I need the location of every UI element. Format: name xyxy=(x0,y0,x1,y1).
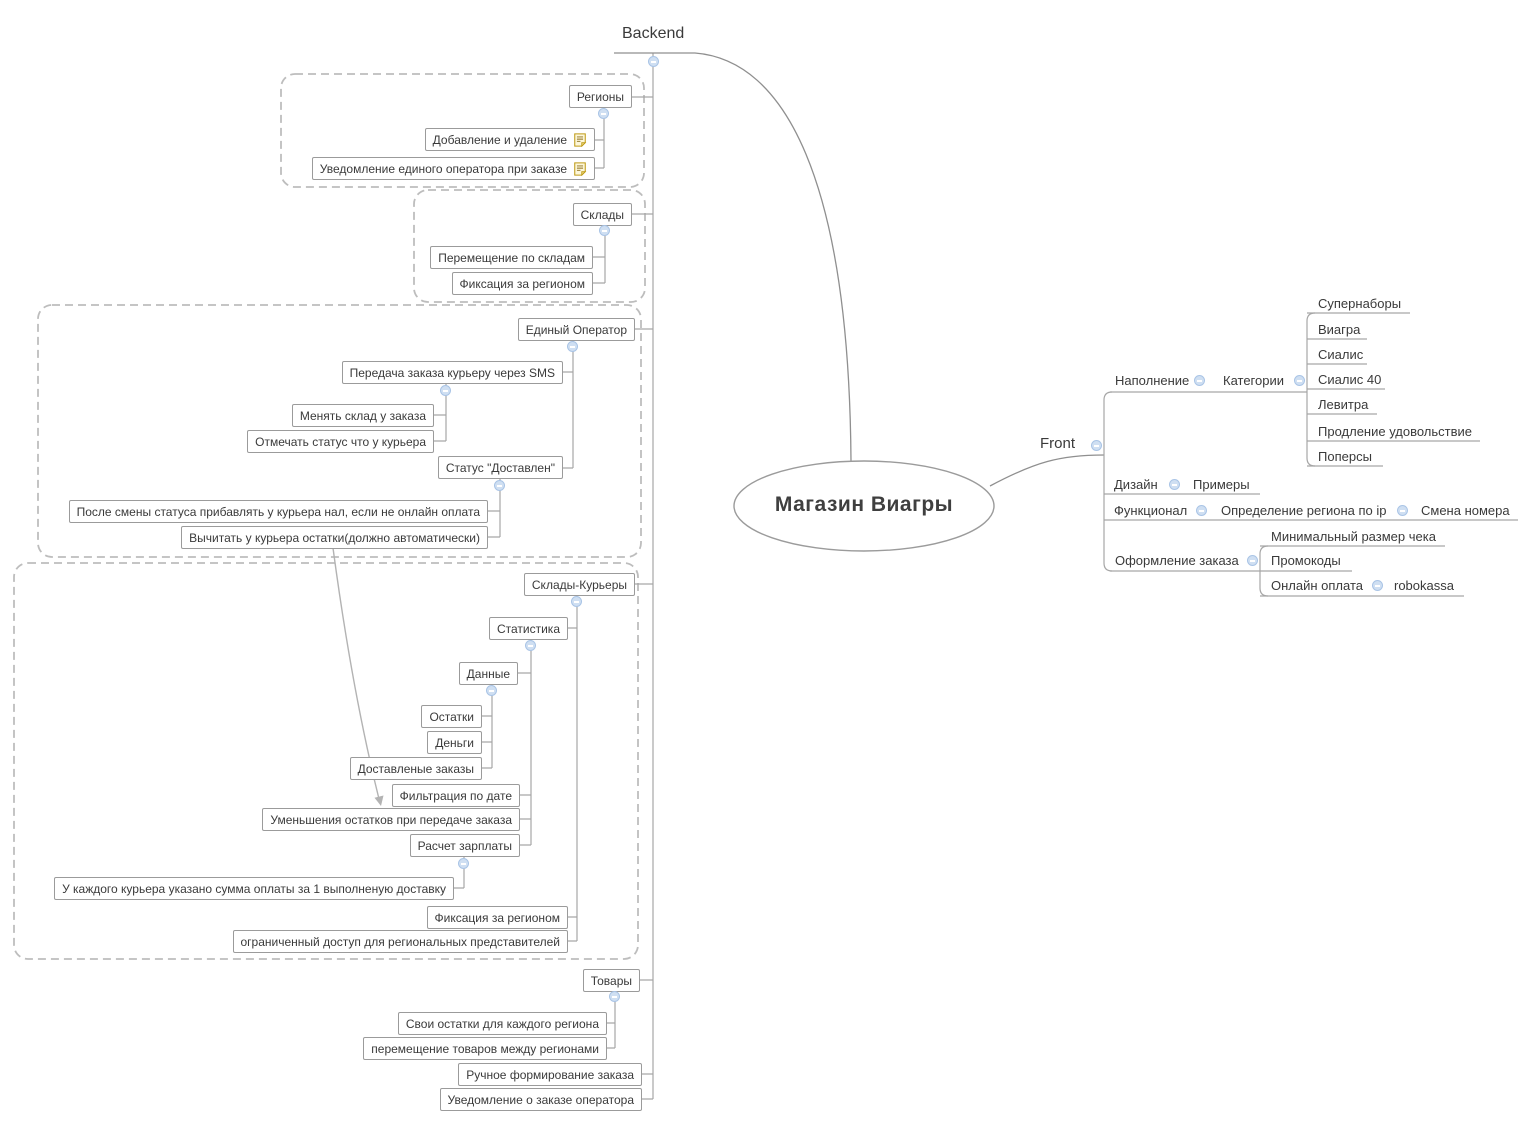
topic-single-operator[interactable]: Единый Оператор xyxy=(517,318,635,341)
collapse-button-design[interactable] xyxy=(1169,479,1180,490)
topic-sms-transfer[interactable]: Передача заказа курьеру через SMS xyxy=(341,361,563,384)
collapse-button-warehouses[interactable] xyxy=(599,225,610,236)
backend-branch-curve xyxy=(614,52,852,462)
front-row-underlines xyxy=(1104,391,1518,597)
topic-mark-with-courier[interactable]: Отмечать статус что у курьера xyxy=(247,430,434,453)
topic-statistics[interactable]: Статистика xyxy=(488,617,568,640)
topic-add-remove-label: Добавление и удаление xyxy=(432,132,567,147)
topic-stock-decrease[interactable]: Уменьшения остатков при передаче заказа xyxy=(262,808,520,831)
topic-data-stock[interactable]: Остатки xyxy=(421,705,482,728)
topic-order-notification[interactable]: Уведомление о заказе оператора xyxy=(439,1088,642,1111)
topic-design[interactable]: Дизайн xyxy=(1114,477,1158,492)
topic-manual-order[interactable]: Ручное формирование заказа xyxy=(458,1063,642,1086)
checkout-bracket xyxy=(1259,545,1269,597)
topic-data-money[interactable]: Деньги xyxy=(427,731,482,754)
subtree-connectors xyxy=(434,107,616,1049)
topic-category-poppers[interactable]: Поперсы xyxy=(1318,449,1372,464)
note-icon[interactable] xyxy=(573,161,587,176)
topic-robokassa[interactable]: robokassa xyxy=(1394,578,1454,593)
central-topic[interactable]: Магазин Виагры xyxy=(774,493,954,516)
topic-category-supersets[interactable]: Супернаборы xyxy=(1318,296,1402,311)
collapse-button-region-by-ip[interactable] xyxy=(1397,505,1408,516)
relationship-arrowhead xyxy=(374,795,384,806)
categories-underlines xyxy=(1307,312,1480,467)
topic-checkout[interactable]: Оформление заказа xyxy=(1115,553,1239,568)
note-icon[interactable] xyxy=(573,132,587,147)
topic-category-cialis40[interactable]: Сиалис 40 xyxy=(1318,372,1382,387)
topic-category-cialis[interactable]: Сиалис xyxy=(1318,347,1364,362)
topic-category-prolong[interactable]: Продление удовольствие xyxy=(1318,424,1473,439)
topic-status-add-cash[interactable]: После смены статуса прибавлять у курьера… xyxy=(68,500,488,523)
topic-date-filter[interactable]: Фильтрация по дате xyxy=(391,784,520,807)
topic-functionality[interactable]: Функционал xyxy=(1114,503,1188,518)
topic-design-examples[interactable]: Примеры xyxy=(1193,477,1250,492)
collapse-button-categories[interactable] xyxy=(1294,375,1305,386)
topic-promocodes[interactable]: Промокоды xyxy=(1271,553,1341,568)
collapse-button-content[interactable] xyxy=(1194,375,1205,386)
collapse-button-salary[interactable] xyxy=(458,858,469,869)
topic-whc-limited-access[interactable]: ограниченный доступ для региональных пре… xyxy=(232,930,568,953)
group-boundary-warehouses[interactable] xyxy=(413,189,646,303)
collapse-button-products[interactable] xyxy=(609,991,620,1002)
collapse-button-status-delivered[interactable] xyxy=(494,480,505,491)
topic-category-viagra[interactable]: Виагра xyxy=(1318,322,1361,337)
topic-warehouses-couriers[interactable]: Склады-Курьеры xyxy=(523,573,635,596)
collapse-button-checkout[interactable] xyxy=(1247,555,1258,566)
topic-region-by-ip[interactable]: Определение региона по ip xyxy=(1221,503,1387,518)
topic-salary[interactable]: Расчет зарплаты xyxy=(409,834,520,857)
topic-regions[interactable]: Регионы xyxy=(568,85,632,108)
group-boundary-regions[interactable] xyxy=(280,73,645,188)
topic-warehouses-move[interactable]: Перемещение по складам xyxy=(430,246,593,269)
front-bracket xyxy=(1103,391,1113,572)
collapse-button-backend[interactable] xyxy=(648,56,659,67)
collapse-button-data[interactable] xyxy=(486,685,497,696)
collapse-button-sms-transfer[interactable] xyxy=(440,385,451,396)
topic-warehouses[interactable]: Склады xyxy=(572,203,632,226)
topic-data[interactable]: Данные xyxy=(458,662,518,685)
topic-data-delivered-orders[interactable]: Доставленые заказы xyxy=(349,757,482,780)
collapse-button-front[interactable] xyxy=(1091,440,1102,451)
topic-front[interactable]: Front xyxy=(1040,435,1076,452)
group-boundary-warehouses-couriers[interactable] xyxy=(13,562,639,960)
collapse-button-regions[interactable] xyxy=(598,108,609,119)
topic-categories[interactable]: Категории xyxy=(1223,373,1284,388)
front-branch-curve xyxy=(989,454,1105,487)
topic-change-warehouse[interactable]: Менять склад у заказа xyxy=(291,404,434,427)
topic-add-remove[interactable]: Добавление и удаление xyxy=(424,128,595,151)
topic-online-payment[interactable]: Онлайн оплата xyxy=(1271,578,1363,593)
group-boundary-single-operator[interactable] xyxy=(37,304,642,558)
collapse-button-online-payment[interactable] xyxy=(1372,580,1383,591)
topic-salary-per-delivery[interactable]: У каждого курьера указано сумма оплаты з… xyxy=(54,877,454,900)
topic-whc-fix-region[interactable]: Фиксация за регионом xyxy=(426,906,568,929)
collapse-button-statistics[interactable] xyxy=(525,640,536,651)
topic-backend[interactable]: Backend xyxy=(622,25,685,42)
topic-category-levitra[interactable]: Левитра xyxy=(1318,397,1369,412)
topic-status-delivered[interactable]: Статус "Доставлен" xyxy=(437,456,563,479)
topic-notify-operator[interactable]: Уведомление единого оператора при заказе xyxy=(311,157,595,180)
topic-products-move-between[interactable]: перемещение товаров между регионами xyxy=(363,1037,607,1060)
topic-change-number[interactable]: Смена номера xyxy=(1421,503,1510,518)
topic-products-own-stock[interactable]: Свои остатки для каждого региона xyxy=(397,1012,607,1035)
collapse-button-warehouses-couriers[interactable] xyxy=(571,596,582,607)
collapse-button-single-operator[interactable] xyxy=(567,341,578,352)
topic-content[interactable]: Наполнение xyxy=(1115,373,1190,388)
collapse-button-functionality[interactable] xyxy=(1196,505,1207,516)
topic-warehouses-fix-region[interactable]: Фиксация за регионом xyxy=(451,272,593,295)
topic-min-check[interactable]: Минимальный размер чека xyxy=(1271,529,1436,544)
central-topic-ellipse xyxy=(733,460,995,552)
topic-notify-operator-label: Уведомление единого оператора при заказе xyxy=(319,161,567,176)
topic-status-subtract-stock[interactable]: Вычитать у курьера остатки(должно автома… xyxy=(181,526,488,549)
topic-products[interactable]: Товары xyxy=(582,969,640,992)
backend-trunk-connectors xyxy=(632,53,654,1100)
